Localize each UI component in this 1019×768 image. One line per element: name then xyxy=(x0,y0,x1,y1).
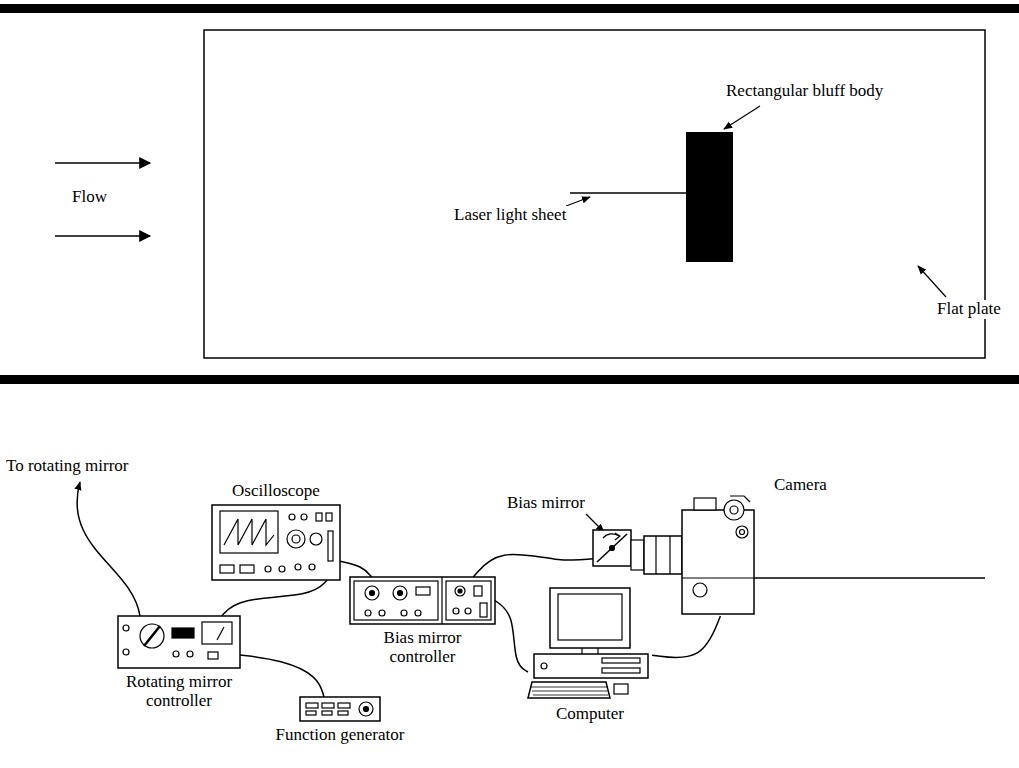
tunnel-wall xyxy=(0,375,1019,384)
part-label: Rectangular bluff body xyxy=(724,82,885,101)
cable xyxy=(340,561,372,577)
rotating-mirror-controller: Rotating mirror controller xyxy=(118,616,240,668)
device-label: Camera xyxy=(774,476,864,495)
leader-line xyxy=(566,197,590,206)
flat-plate xyxy=(204,30,985,358)
leader-line xyxy=(724,106,760,129)
cable-to-rotating-mirror xyxy=(77,482,140,616)
bias-mirror: Bias mirror xyxy=(593,530,631,566)
cable xyxy=(222,580,328,616)
bias-mirror-controller: Bias mirror controller xyxy=(350,577,495,624)
oscilloscope-symbol xyxy=(212,505,340,580)
label-text: Rectangular bluff body xyxy=(724,82,885,101)
label-box: Bias mirror controller xyxy=(363,629,483,666)
label-text: Flow xyxy=(70,188,109,207)
function-generator-symbol xyxy=(300,697,380,721)
rotating-mirror-controller-symbol xyxy=(118,616,240,668)
camera-symbol xyxy=(642,496,754,616)
flow-label: Flow xyxy=(70,188,109,207)
bias-mirror-symbol xyxy=(593,530,631,566)
label-box: Rotating mirror controller xyxy=(114,673,244,710)
label-text: Laser light sheet xyxy=(452,206,568,225)
flow-arrow xyxy=(55,235,150,237)
computer: Computer xyxy=(528,588,652,700)
label-box: Bias mirror xyxy=(507,494,617,513)
function-generator: Function generator xyxy=(300,697,380,721)
label-box: Function generator xyxy=(255,726,425,745)
bluff-body xyxy=(686,132,733,262)
cable xyxy=(495,601,528,673)
part-label: Laser light sheet xyxy=(452,206,568,225)
bias-mirror-controller-symbol xyxy=(350,577,495,624)
device-label: Function generator xyxy=(255,726,425,745)
label-box: Oscilloscope xyxy=(201,482,351,501)
device-label: Bias mirror controller xyxy=(363,629,483,666)
device-label: Computer xyxy=(535,705,645,724)
cable xyxy=(473,554,593,577)
camera: Camera xyxy=(642,496,754,616)
part-label: Flat plate xyxy=(935,300,1003,319)
cable xyxy=(240,655,324,697)
label-text: Flat plate xyxy=(935,300,1003,319)
label-box: Computer xyxy=(535,705,645,724)
computer-symbol xyxy=(528,588,652,700)
tunnel-wall xyxy=(0,4,1019,13)
cable xyxy=(652,616,720,658)
device-label: Bias mirror xyxy=(507,494,617,513)
label-text: To rotating mirror xyxy=(4,457,131,476)
laser-sheet xyxy=(570,192,686,194)
cable-label: To rotating mirror xyxy=(4,457,131,476)
flow-arrow xyxy=(55,162,150,164)
leader-line xyxy=(918,266,946,297)
camera-rail xyxy=(754,577,985,579)
device-label: Rotating mirror controller xyxy=(114,673,244,710)
oscilloscope: Oscilloscope xyxy=(212,505,340,580)
label-box: Camera xyxy=(774,476,864,495)
device-label: Oscilloscope xyxy=(201,482,351,501)
